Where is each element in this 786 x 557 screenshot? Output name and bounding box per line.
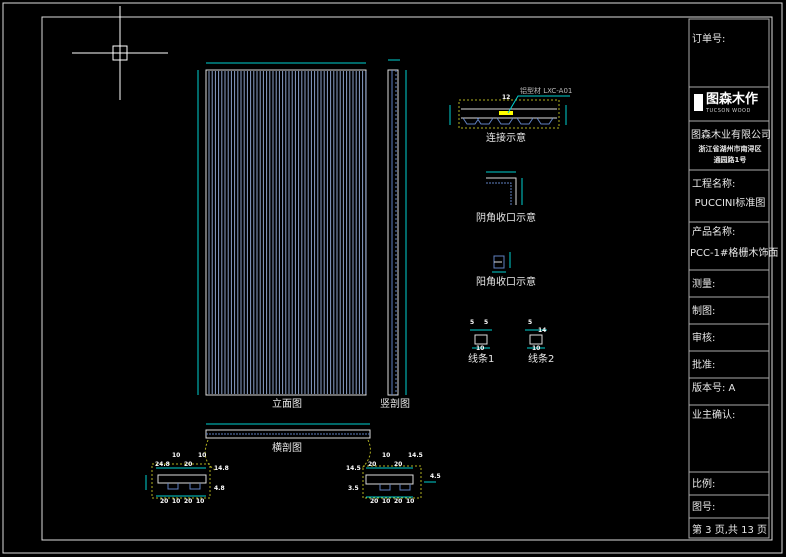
review-label: 审核: bbox=[692, 333, 716, 344]
connection-label: 连接示意 bbox=[486, 133, 526, 144]
company-name: 图森木业有限公司 bbox=[691, 130, 771, 141]
dim: 20 bbox=[160, 498, 169, 505]
dim: 10 bbox=[172, 452, 181, 459]
connection-dim: 12 bbox=[502, 94, 511, 101]
dim: 14.5 bbox=[408, 452, 423, 459]
approve-label: 批准: bbox=[692, 360, 716, 371]
version-label: 版本号: A bbox=[692, 383, 736, 394]
order-no-label: 订单号: bbox=[692, 34, 726, 45]
inner-corner-detail bbox=[486, 171, 523, 205]
crosshair-cursor bbox=[72, 6, 168, 100]
dim: 14.8 bbox=[214, 465, 229, 472]
owner-confirm-label: 业主确认: bbox=[692, 410, 736, 421]
dim: 14 bbox=[538, 327, 547, 334]
connection-material-label: 铝型材 LXC-A01 bbox=[520, 87, 573, 95]
drawing-label: 制图: bbox=[692, 306, 716, 317]
inner-frame bbox=[41, 16, 773, 541]
vertical-section-label: 竖剖图 bbox=[380, 399, 410, 410]
dim: 10 bbox=[532, 345, 541, 352]
dim: 10 bbox=[172, 498, 181, 505]
dim: 20 bbox=[394, 461, 403, 468]
dim: 4.8 bbox=[214, 485, 225, 492]
strip-details bbox=[470, 329, 547, 349]
dim: 10 bbox=[382, 452, 391, 459]
connection-detail bbox=[449, 95, 570, 129]
logo-en: TUCSON WOOD bbox=[706, 108, 751, 114]
dim: 14.5 bbox=[346, 465, 361, 472]
inner-corner-label: 阴角收口示意 bbox=[476, 213, 536, 224]
dim: 5 bbox=[484, 319, 489, 326]
scale-label: 比例: bbox=[692, 479, 716, 490]
dim: 10 bbox=[196, 498, 205, 505]
title-block-lines bbox=[688, 18, 770, 539]
project-label: 工程名称: bbox=[692, 179, 736, 190]
dim: 4.5 bbox=[430, 473, 441, 480]
dim: 20 bbox=[184, 498, 193, 505]
dim: 10 bbox=[476, 345, 485, 352]
dim: 3.5 bbox=[348, 485, 359, 492]
strip2-label: 线条2 bbox=[528, 354, 555, 365]
page-label: 第 3 页,共 13 页 bbox=[692, 525, 767, 536]
dim: 10 bbox=[382, 498, 391, 505]
dim: 20 bbox=[394, 498, 403, 505]
horizontal-section-label: 横剖图 bbox=[272, 443, 302, 454]
address-line2: 通园路1号 bbox=[713, 156, 747, 164]
outer-corner-detail bbox=[492, 252, 511, 273]
vertical-section-view bbox=[387, 59, 407, 396]
logo: 图森木作 TUCSON WOOD bbox=[694, 93, 768, 117]
elevation-view bbox=[197, 62, 367, 396]
dim: 10 bbox=[198, 452, 207, 459]
drawing-no-label: 图号: bbox=[692, 502, 716, 513]
dim: 20 bbox=[370, 498, 379, 505]
dim: 20 bbox=[368, 461, 377, 468]
dim: 20 bbox=[184, 461, 193, 468]
horizontal-section-view bbox=[204, 423, 371, 471]
product-value: PCC-1#格栅木饰面 bbox=[690, 248, 779, 259]
survey-label: 测量: bbox=[692, 279, 716, 290]
dim: 5 bbox=[528, 319, 533, 326]
project-value: PUCCINI标准图 bbox=[694, 198, 766, 209]
right-detail bbox=[362, 465, 436, 499]
outer-corner-label: 阳角收口示意 bbox=[476, 277, 536, 288]
product-label: 产品名称: bbox=[692, 227, 736, 238]
left-detail bbox=[145, 463, 211, 499]
dim: 24.8 bbox=[155, 461, 170, 468]
address-line1: 浙江省湖州市南浔区 bbox=[698, 145, 762, 153]
elevation-label: 立面图 bbox=[272, 399, 302, 410]
logo-mark-icon bbox=[694, 94, 703, 111]
dim: 10 bbox=[406, 498, 415, 505]
logo-cn: 图森木作 bbox=[706, 92, 759, 107]
strip1-label: 线条1 bbox=[468, 354, 495, 365]
dim: 5 bbox=[470, 319, 475, 326]
